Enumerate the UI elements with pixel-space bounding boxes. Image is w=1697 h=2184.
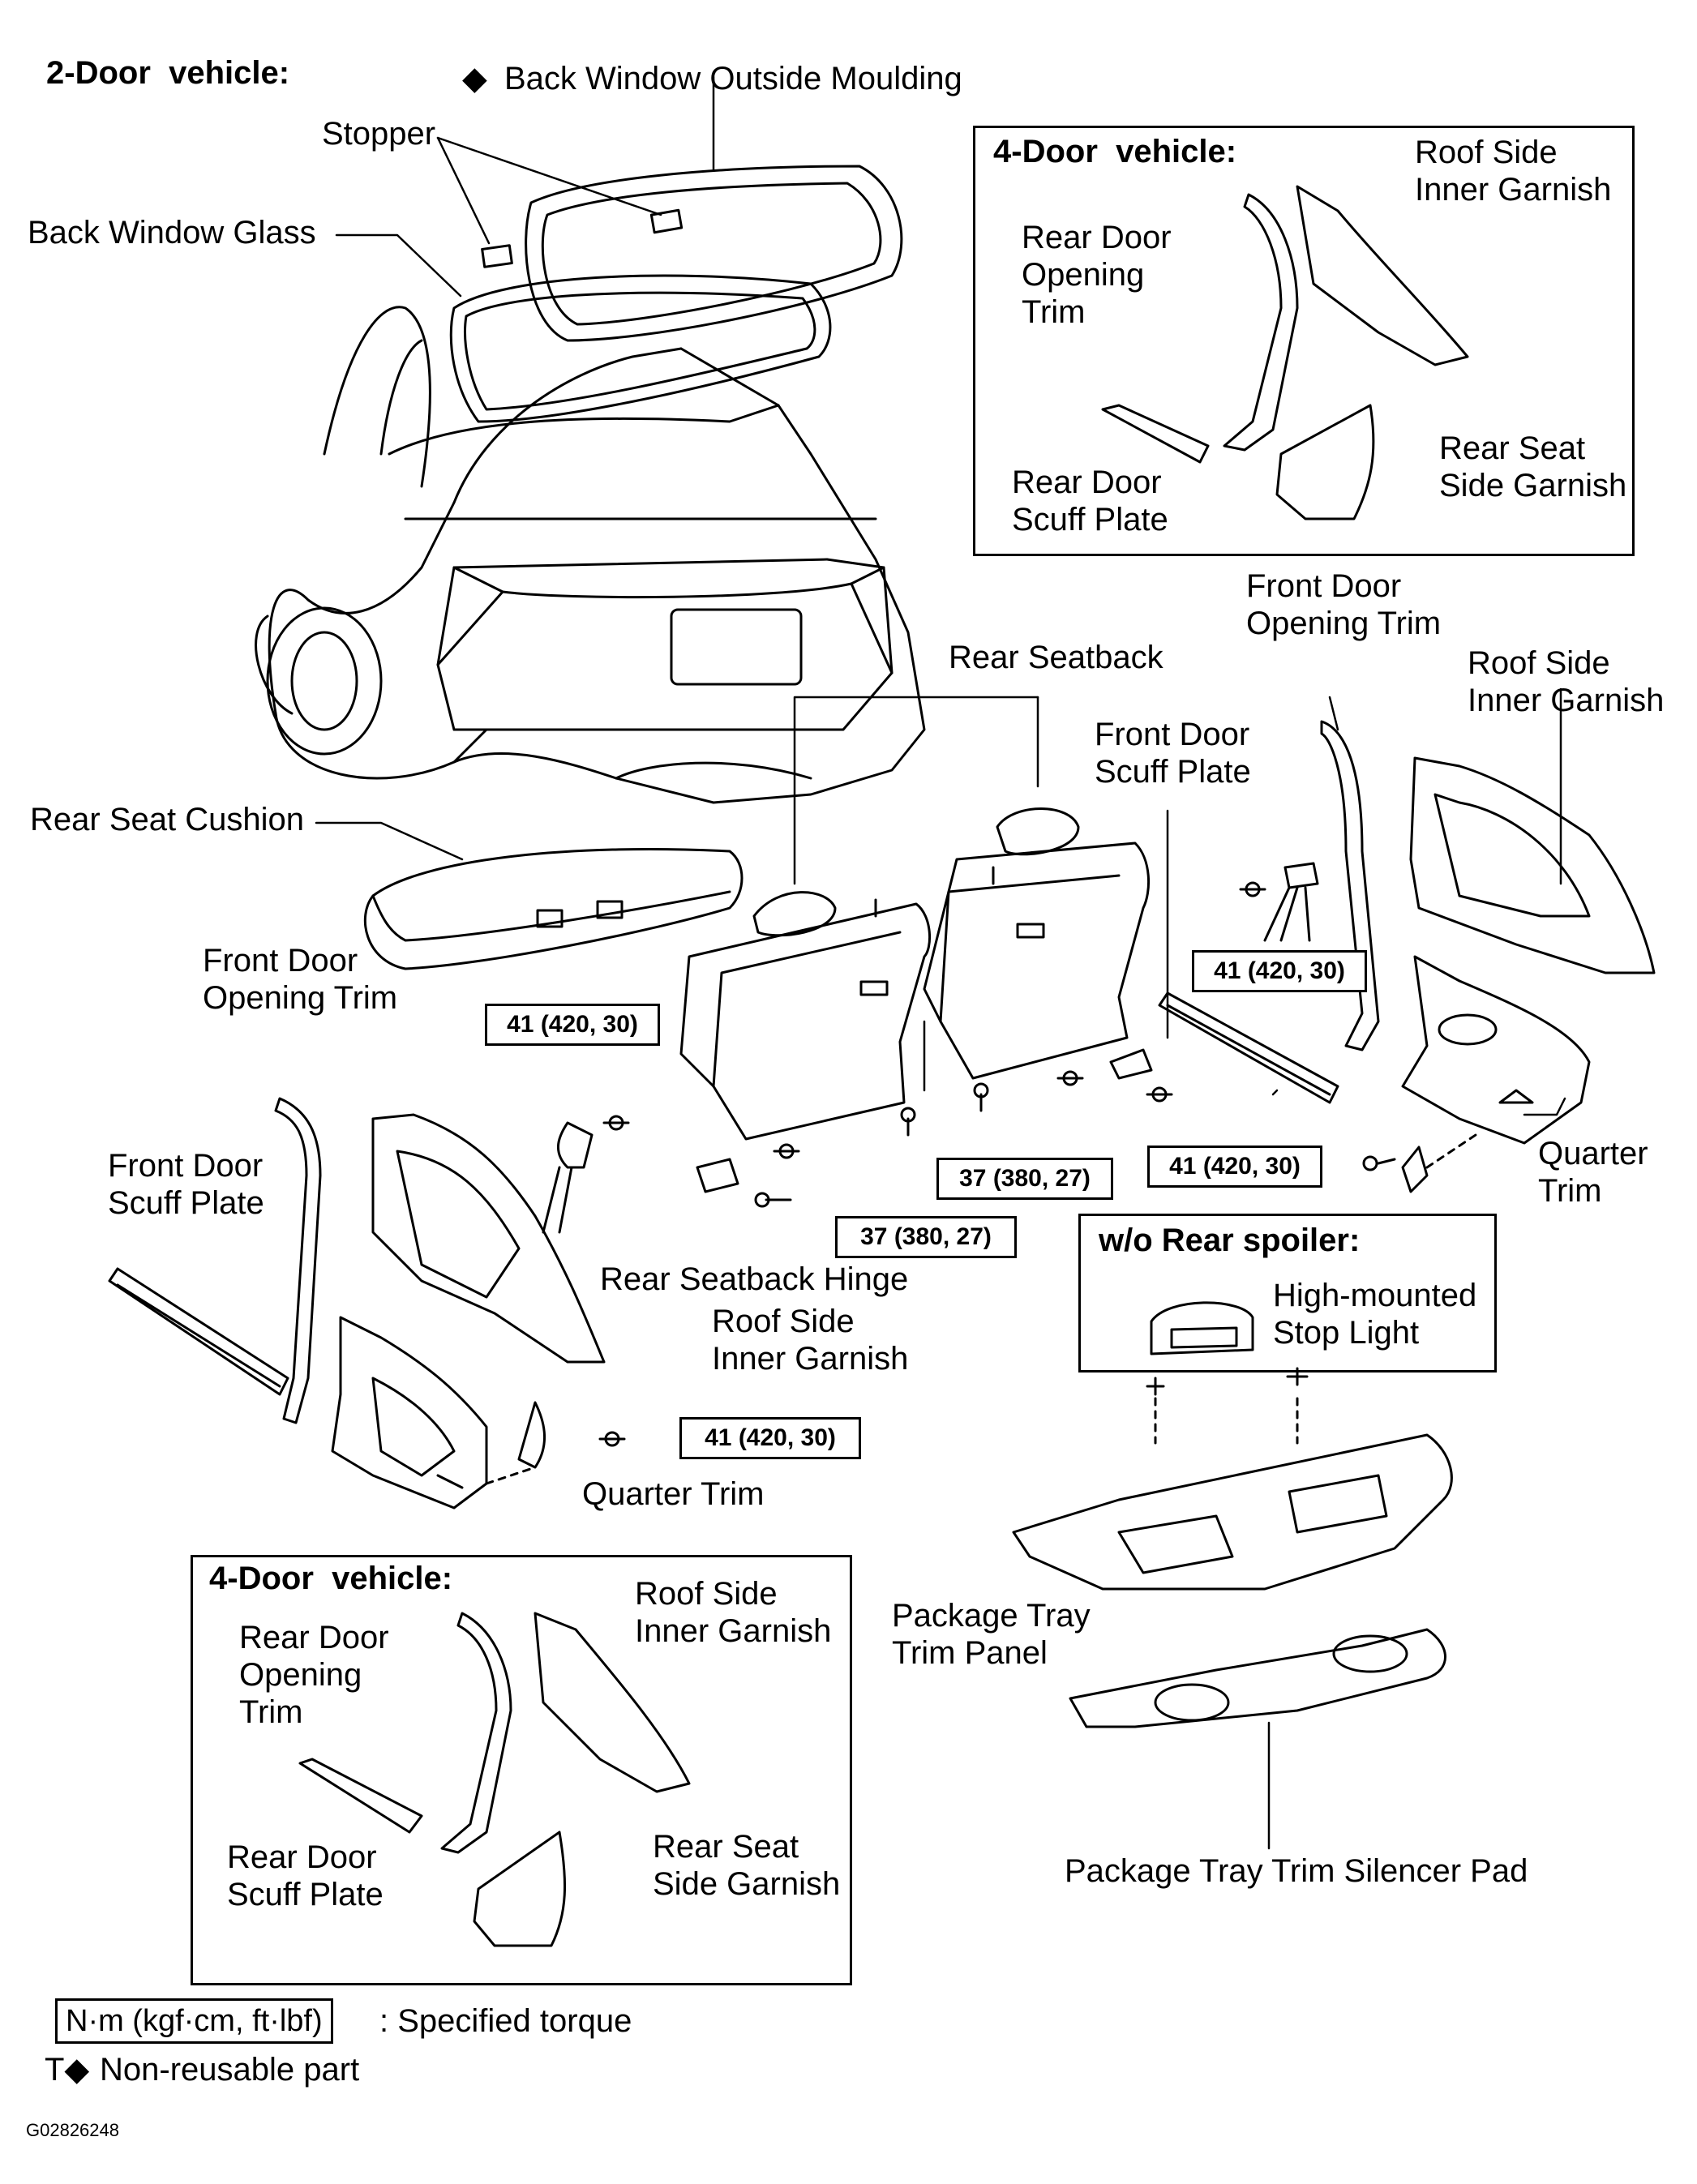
torque-unit-legend-text: : Specified torque (379, 2003, 632, 2039)
front-door-opening-trim-right-part (1320, 720, 1380, 1051)
roof-side-inner-garnish-right-part (1409, 756, 1656, 974)
wo-rear-spoiler-box (1078, 1214, 1497, 1372)
roof-side-inner-garnish-center-part (371, 1113, 606, 1364)
stopper-label: Stopper (322, 116, 436, 152)
front-door-scuff-plate-left-label: Front Door Scuff Plate (108, 1148, 264, 1221)
four-door-bottom-rear-seat-side-garnish-label: Rear Seat Side Garnish (653, 1829, 841, 1902)
package-tray-silencer-pad-part (1069, 1628, 1446, 1728)
rear-seatback-hinge-label: Rear Seatback Hinge (600, 1261, 909, 1297)
four-door-top-roof-side-inner-garnish-label: Roof Side Inner Garnish (1415, 135, 1612, 208)
back-window-moulding-part (481, 165, 903, 342)
moulding-marker: ◆ (462, 61, 487, 96)
quarter-trim-left-part (331, 1316, 626, 1510)
rear-seat-cushion-part (363, 847, 744, 970)
quarter-trim-right-part (1362, 955, 1591, 1193)
front-door-opening-trim-right-label: Front Door Opening Trim (1246, 568, 1442, 641)
two-door-header: 2-Door vehicle: (46, 55, 290, 91)
front-door-scuff-plate-left-part (108, 1267, 289, 1396)
non-reusable-legend-text: Non-reusable part (100, 2052, 360, 2088)
rear-seatback-label: Rear Seatback (949, 640, 1163, 675)
front-door-scuff-plate-right-part (1158, 991, 1339, 1104)
back-window-glass-part (449, 274, 832, 423)
four-door-top-parts (1101, 185, 1469, 520)
package-tray-trim-silencer-pad-label: Package Tray Trim Silencer Pad (1065, 1853, 1528, 1889)
torque-unit-legend-box: N·m (kgf·cm, ft·lbf) (55, 1998, 333, 2044)
rear-seatback-right-part (923, 807, 1151, 1080)
four-door-bottom-parts (298, 1612, 691, 1947)
four-door-bottom-header: 4-Door vehicle: (209, 1561, 453, 1596)
rear-seatback-left-part (679, 891, 932, 1141)
four-door-top-rear-door-scuff-plate-label: Rear Door Scuff Plate (1012, 465, 1168, 537)
torque-spec-box: 41 (420, 30) (679, 1417, 861, 1459)
four-door-top-rear-seat-side-garnish-label: Rear Seat Side Garnish (1439, 430, 1627, 503)
four-door-top-box (973, 126, 1635, 556)
figure-code: G02826248 (26, 2120, 119, 2140)
car-body-outline (255, 306, 926, 804)
rear-seat-cushion-label: Rear Seat Cushion (30, 802, 304, 837)
torque-spec-box: 37 (380, 27) (835, 1216, 1017, 1258)
four-door-bottom-roof-side-inner-garnish-label: Roof Side Inner Garnish (635, 1576, 832, 1649)
four-door-top-header: 4-Door vehicle: (993, 134, 1237, 169)
high-mounted-stop-light-part (1150, 1301, 1254, 1355)
roof-side-inner-garnish-right-label: Roof Side Inner Garnish (1468, 645, 1665, 718)
package-tray-trim-panel-part (1012, 1367, 1453, 1591)
four-door-top-rear-door-opening-trim-label: Rear Door Opening Trim (1022, 220, 1172, 330)
front-door-scuff-plate-right-label: Front Door Scuff Plate (1095, 717, 1251, 790)
front-door-opening-trim-left-label: Front Door Opening Trim (203, 943, 398, 1016)
leader-lines (315, 75, 1566, 1116)
four-door-bottom-rear-door-scuff-plate-label: Rear Door Scuff Plate (227, 1839, 384, 1912)
wo-rear-spoiler-header: w/o Rear spoiler: (1099, 1223, 1361, 1258)
four-door-bottom-box (191, 1555, 852, 1985)
back-window-outside-moulding-label: Back Window Outside Moulding (504, 61, 962, 96)
non-reusable-marker: T◆ (45, 2052, 90, 2088)
four-door-bottom-rear-door-opening-trim-label: Rear Door Opening Trim (239, 1620, 389, 1730)
roof-side-inner-garnish-center-label: Roof Side Inner Garnish (712, 1304, 909, 1377)
back-window-glass-label: Back Window Glass (28, 215, 316, 251)
torque-spec-box: 37 (380, 27) (936, 1158, 1113, 1200)
quarter-trim-left-label: Quarter Trim (582, 1476, 765, 1512)
torque-spec-box: 41 (420, 30) (1192, 950, 1367, 992)
torque-spec-box: 41 (420, 30) (1147, 1146, 1322, 1188)
quarter-trim-right-label: Quarter Trim (1538, 1136, 1648, 1209)
front-door-opening-trim-left-part (274, 1097, 322, 1424)
seatback-hinges-and-bolts (542, 862, 1319, 1234)
torque-spec-box: 41 (420, 30) (485, 1004, 660, 1046)
high-mounted-stop-light-label: High-mounted Stop Light (1273, 1278, 1477, 1351)
package-tray-trim-panel-label: Package Tray Trim Panel (892, 1598, 1091, 1671)
